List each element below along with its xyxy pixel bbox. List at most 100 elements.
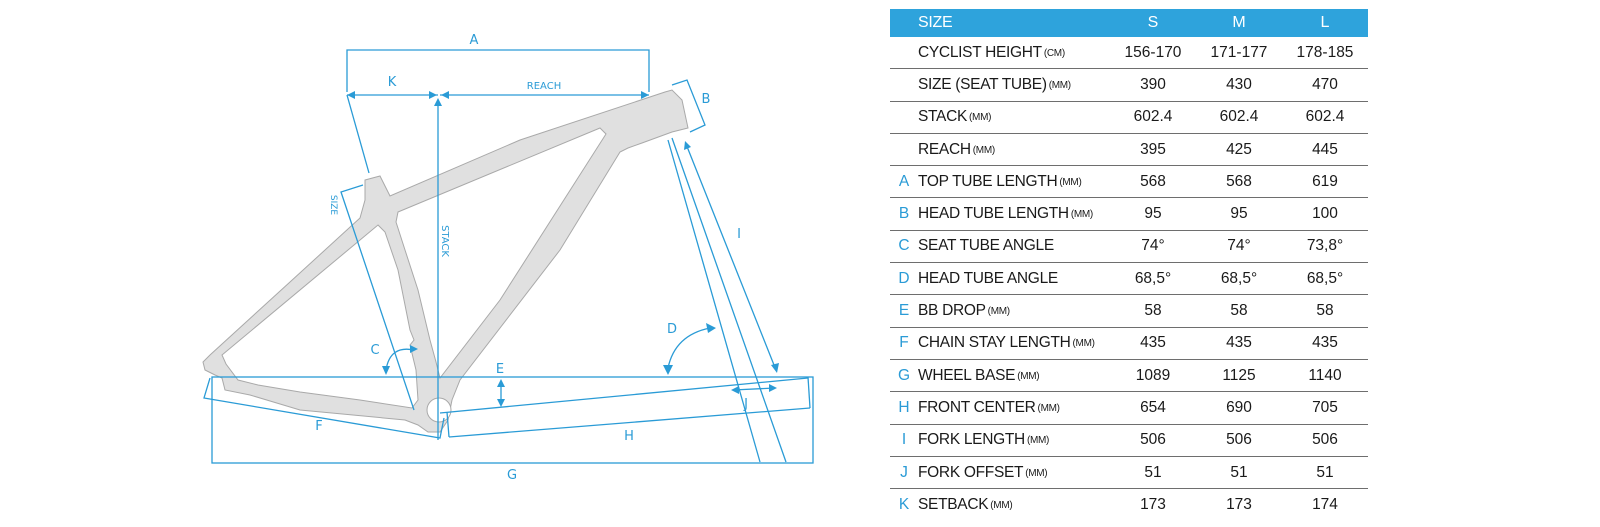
table-header-row: SIZE S M L bbox=[890, 9, 1368, 37]
row-label: FORK OFFSET bbox=[918, 463, 1024, 481]
seat-axis-upper bbox=[346, 94, 370, 174]
value-size-l: 73,8° bbox=[1306, 237, 1344, 255]
value-size-s: 654 bbox=[1140, 398, 1166, 416]
value-size-s: 173 bbox=[1140, 495, 1166, 513]
arrow-D-top bbox=[706, 323, 716, 333]
row-unit: (MM) bbox=[972, 144, 995, 156]
arrow-C-bottom bbox=[382, 366, 390, 375]
row-label: TOP TUBE LENGTH bbox=[918, 172, 1058, 190]
dim-A-line bbox=[346, 49, 650, 92]
value-size-s: 74° bbox=[1141, 237, 1165, 255]
dimension-labels: A K REACH B I STACK SIZE C D E F H J G bbox=[315, 33, 748, 483]
bb-axle-line bbox=[439, 377, 809, 414]
row-label-cell: BB DROP(MM) bbox=[918, 295, 1110, 327]
header-size-label: SIZE bbox=[918, 9, 1110, 37]
row-unit: (MM) bbox=[990, 499, 1013, 511]
arrow-K-left bbox=[347, 91, 355, 99]
row-label-cell: WHEEL BASE(MM) bbox=[918, 359, 1110, 391]
arrow-C-top bbox=[410, 345, 418, 353]
value-size-s: 602.4 bbox=[1133, 108, 1173, 126]
row-letter bbox=[890, 69, 918, 101]
label-K: K bbox=[388, 75, 397, 90]
row-letter bbox=[890, 37, 918, 69]
dim-H-right-tick bbox=[807, 376, 811, 409]
row-unit: (MM) bbox=[1017, 370, 1040, 382]
dim-G-box bbox=[211, 376, 814, 464]
value-size-l: 100 bbox=[1312, 205, 1338, 223]
steerer-axis-1 bbox=[667, 139, 761, 463]
arrow-reach-right bbox=[641, 91, 649, 99]
dimension-lines bbox=[203, 49, 814, 464]
value-size-m: 68,5° bbox=[1220, 269, 1258, 287]
row-letter: H bbox=[898, 398, 910, 416]
value-size-m: 690 bbox=[1226, 398, 1252, 416]
label-I: I bbox=[737, 227, 741, 242]
row-label: WHEEL BASE bbox=[918, 366, 1016, 384]
label-G: G bbox=[507, 468, 517, 483]
dim-B-line bbox=[671, 79, 706, 133]
arrow-E-down bbox=[497, 399, 505, 407]
value-size-m: 568 bbox=[1226, 172, 1252, 190]
label-B: B bbox=[702, 92, 711, 107]
label-C: C bbox=[370, 343, 379, 358]
header-size-s: S bbox=[1110, 9, 1196, 37]
row-label: REACH bbox=[918, 140, 971, 158]
value-size-l: 602.4 bbox=[1305, 108, 1345, 126]
row-label-cell: SETBACK(MM) bbox=[918, 489, 1110, 521]
row-label: CYCLIST HEIGHT bbox=[918, 43, 1042, 61]
arrow-J-right bbox=[769, 384, 777, 392]
row-letter: C bbox=[898, 237, 910, 255]
row-label-cell: STACK(MM) bbox=[918, 101, 1110, 133]
value-size-s: 390 bbox=[1140, 75, 1166, 93]
value-size-m: 1125 bbox=[1222, 366, 1256, 384]
arrow-stack bbox=[434, 98, 442, 106]
row-letter: F bbox=[899, 334, 909, 352]
row-letter: J bbox=[900, 463, 908, 481]
value-size-m: 171-177 bbox=[1210, 43, 1268, 61]
value-size-l: 705 bbox=[1312, 398, 1338, 416]
row-label: HEAD TUBE LENGTH bbox=[918, 205, 1069, 223]
label-size: SIZE bbox=[328, 195, 338, 216]
value-size-s: 58 bbox=[1144, 302, 1162, 320]
row-letter: D bbox=[898, 269, 910, 287]
value-size-m: 430 bbox=[1226, 75, 1252, 93]
arrow-I-bottom bbox=[771, 363, 779, 373]
label-reach: REACH bbox=[527, 81, 561, 92]
value-size-l: 506 bbox=[1312, 431, 1338, 449]
value-size-m: 435 bbox=[1226, 334, 1252, 352]
row-label: SETBACK bbox=[918, 495, 989, 513]
dim-I-line bbox=[685, 143, 777, 371]
row-label: FORK LENGTH bbox=[918, 431, 1025, 449]
rear-triangle-opening bbox=[221, 224, 419, 409]
value-size-s: 395 bbox=[1140, 140, 1166, 158]
arrow-K-right bbox=[429, 91, 437, 99]
value-size-l: 174 bbox=[1312, 495, 1338, 513]
row-label-cell: SEAT TUBE ANGLE bbox=[918, 230, 1110, 262]
row-unit: (MM) bbox=[987, 306, 1010, 318]
row-label: HEAD TUBE ANGLE bbox=[918, 269, 1058, 287]
arrow-J-left bbox=[731, 386, 739, 394]
value-size-l: 51 bbox=[1316, 463, 1334, 481]
value-size-s: 51 bbox=[1144, 463, 1162, 481]
front-triangle-opening bbox=[395, 127, 607, 380]
value-size-m: 425 bbox=[1226, 140, 1252, 158]
row-unit: (MM) bbox=[1059, 176, 1082, 188]
value-size-s: 1089 bbox=[1135, 366, 1171, 384]
dim-D-arc bbox=[667, 327, 711, 369]
value-size-s: 568 bbox=[1140, 172, 1166, 190]
row-unit: (CM) bbox=[1043, 47, 1065, 59]
bike-frame bbox=[202, 89, 689, 433]
value-size-l: 58 bbox=[1316, 302, 1334, 320]
